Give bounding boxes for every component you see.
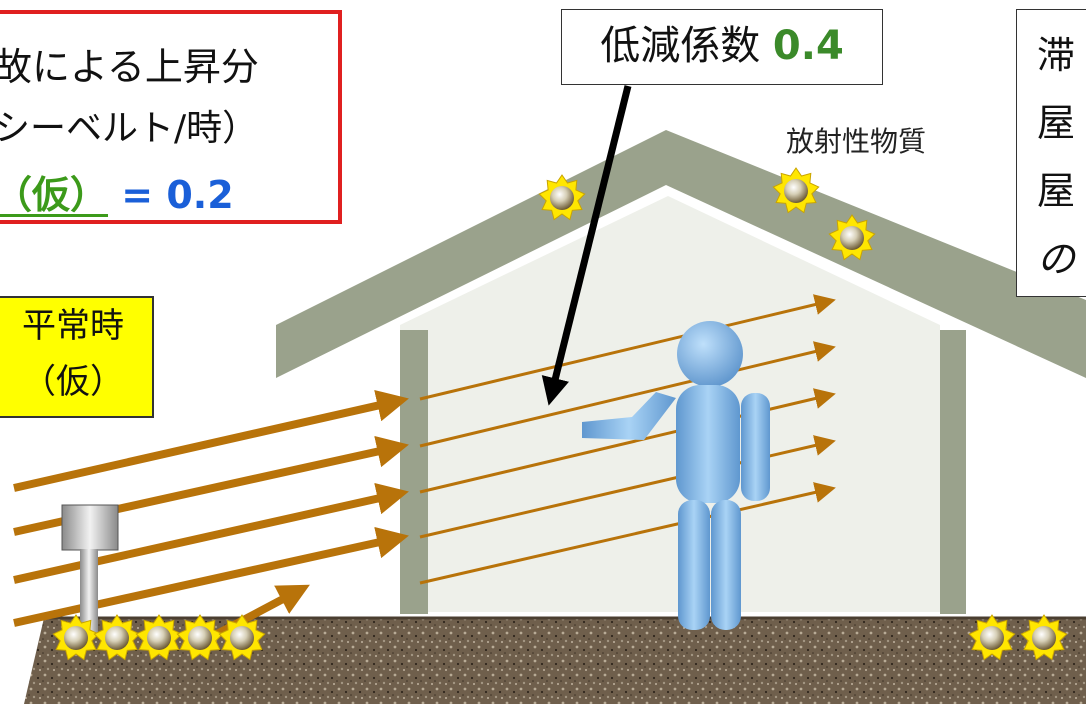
indoor-arrow-2 — [419, 341, 836, 448]
accident-value: = 0.2 — [108, 173, 234, 217]
radioactive-particle — [52, 614, 100, 661]
person — [582, 321, 770, 630]
radioactive-particle — [772, 167, 820, 214]
accident-box-line3: （仮） = 0.2 — [0, 164, 234, 219]
right-note-line2: 屋 — [1037, 101, 1076, 145]
house-left-wall — [400, 330, 428, 614]
radioactive-particle — [828, 214, 876, 261]
reduction-coefficient-box: 低減係数 0.4 — [561, 9, 883, 85]
normal-time-label: 平常時 — [22, 306, 124, 346]
radioactive-particles — [52, 167, 1068, 661]
radioactive-particle — [538, 174, 586, 221]
indoor-arrow-5 — [419, 482, 836, 585]
person-left-leg — [678, 500, 710, 630]
outdoor-arrow-3 — [13, 482, 409, 584]
outdoor-arrow-1 — [13, 389, 409, 492]
survey-meter — [61, 504, 119, 635]
house-roof — [276, 130, 1086, 378]
right-note-line3: 屋 — [1037, 169, 1076, 213]
meter-head — [61, 504, 119, 551]
accident-tentative-label: （仮） — [0, 173, 109, 217]
meter-pole — [80, 549, 98, 635]
outdoor-arrow-4 — [13, 526, 409, 627]
accident-increase-box: 故による上昇分 シーベルト/時） （仮） = 0.2 — [0, 10, 342, 224]
person-right-arm — [741, 393, 770, 501]
normal-time-box: 平常時 （仮） — [0, 296, 154, 418]
ground — [24, 616, 1086, 704]
ground-surface — [24, 618, 1086, 704]
coefficient-value: 0.4 — [772, 23, 844, 69]
coefficient-label: 低減係数 — [600, 23, 773, 69]
indoor-arrow-1 — [419, 294, 836, 401]
person-torso — [676, 385, 740, 503]
person-head — [677, 321, 743, 387]
accident-box-line2: シーベルト/時） — [0, 108, 259, 149]
coefficient-pointer-arrow — [541, 85, 632, 406]
person-right-leg — [711, 500, 741, 630]
radioactive-particle — [218, 614, 266, 661]
person-left-arm — [582, 392, 676, 440]
right-note-line1: 滞 — [1037, 33, 1076, 77]
radioactive-particle — [176, 614, 224, 661]
right-note-box: 滞 屋 屋 の — [1016, 9, 1086, 297]
radioactive-particle — [1020, 614, 1068, 661]
radioactive-particle — [93, 614, 141, 661]
accident-box-line1: 故による上昇分 — [0, 45, 259, 89]
radioactive-particle — [135, 614, 183, 661]
right-note-line4: の — [1037, 237, 1076, 281]
radioactive-particle — [968, 614, 1016, 661]
radioactive-material-label: 放射性物質 — [786, 125, 927, 158]
house-right-wall — [940, 330, 966, 614]
normal-time-tentative: （仮） — [22, 362, 124, 402]
